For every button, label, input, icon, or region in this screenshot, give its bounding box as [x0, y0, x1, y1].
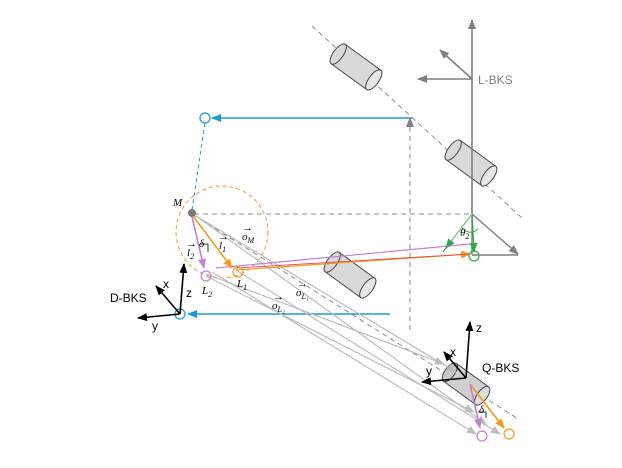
green-target-point	[468, 250, 480, 262]
theta-label: θ2	[460, 227, 469, 241]
vec-l1-arrowmark: →	[218, 231, 229, 243]
vec-o-l1-label: oL₁	[296, 287, 309, 301]
green-vector-a	[469, 213, 478, 253]
l-bks-label: L-BKS	[478, 73, 513, 87]
d-bks-z-label: z	[186, 286, 192, 300]
point-m-label: M	[172, 197, 183, 209]
vector-l2-long-b	[205, 275, 475, 413]
vector-l2-arrow	[191, 216, 206, 269]
red-ray	[235, 253, 471, 269]
q-orange-vector	[469, 383, 505, 429]
vec-o-l1-arrowmark: →	[297, 278, 308, 290]
vec-l2-arrowmark: →	[186, 238, 197, 250]
q-violet-vector	[469, 383, 482, 429]
d-bks-x-axis	[155, 285, 181, 315]
vec-o-m-arrowmark: →	[242, 222, 253, 234]
delta-bottom-label: δ	[479, 404, 485, 416]
vec-o-l2-arrowmark: →	[273, 291, 284, 303]
d-bks-z-axis	[179, 263, 188, 315]
violet-ray	[215, 243, 471, 269]
point-l2	[200, 270, 212, 282]
vector-o-l2-line	[211, 271, 477, 435]
q-bks-z-axis	[465, 321, 474, 379]
vec-o-l2-label: oL₂	[272, 300, 285, 314]
blue-dashed-vertical	[191, 122, 206, 211]
green-vector-b	[445, 213, 473, 249]
lower-dashed-diagonal	[191, 213, 521, 421]
point-l1	[232, 266, 244, 278]
vector-l2-long	[205, 273, 445, 365]
d-bks-label: D-BKS	[110, 291, 147, 305]
vec-l2-label: l2	[187, 247, 194, 261]
vec-o-m-label: oM	[242, 231, 256, 245]
theta-arc	[461, 227, 479, 233]
vector-m-line-b	[195, 215, 457, 373]
q-bks-y-label: y	[426, 364, 432, 378]
anchor-gray-frame	[442, 213, 519, 256]
q-orange-point	[503, 428, 515, 440]
vector-l1-arrow	[192, 215, 233, 269]
q-bks-z-label: z	[476, 321, 482, 335]
vector-m-line-a	[195, 215, 487, 425]
l-bks-y-axis	[439, 49, 473, 80]
l-bks-frame: L-BKS	[417, 19, 513, 214]
delta-angle-marker-bottom	[478, 411, 487, 418]
l1-label: L1	[236, 278, 247, 292]
d-bks-y-axis	[137, 313, 181, 322]
d-bks-x-label: x	[163, 277, 169, 291]
q-bks-y-axis	[421, 377, 467, 386]
d-bks-frame: z x y D-BKS	[110, 263, 192, 333]
point-m	[188, 209, 196, 217]
q-violet-point	[476, 430, 488, 442]
vec-l1-label: l1	[219, 240, 226, 254]
delta-top-label: δ	[199, 238, 205, 250]
lamp-cylinder-middle	[444, 139, 498, 187]
vector-o-l1-line	[235, 269, 501, 435]
q-bks-label: Q-BKS	[482, 361, 519, 375]
q-bks-x-label: x	[450, 345, 456, 359]
q-bks-x-axis	[443, 351, 467, 379]
l2-label: L2	[201, 285, 212, 299]
q-bks-frame: z x y Q-BKS	[421, 321, 519, 386]
d-bks-y-label: y	[152, 319, 158, 333]
lamp-cylinder-top	[329, 43, 383, 91]
blue-projection-upper-point	[199, 112, 211, 124]
delta-angle-marker-top	[200, 243, 209, 252]
